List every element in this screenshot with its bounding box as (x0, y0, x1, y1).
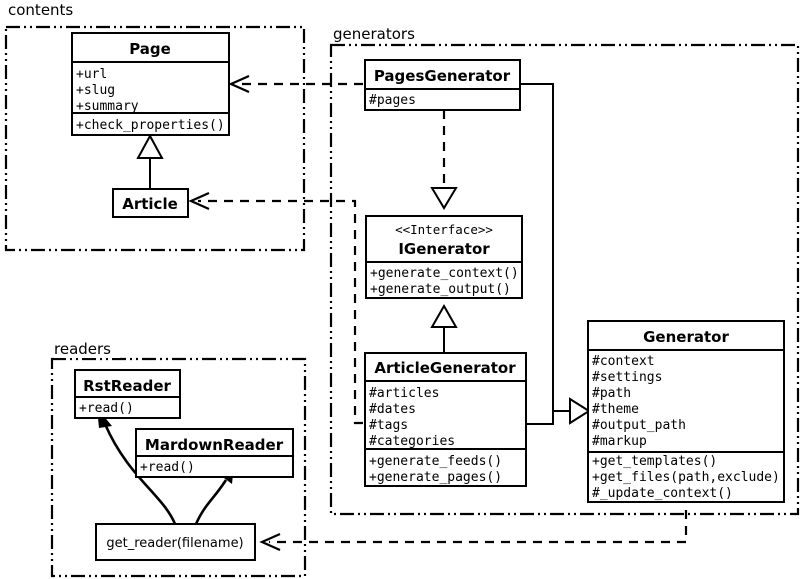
class-box-generator[interactable]: Generator #context #settings #path #them… (587, 320, 785, 503)
class-generator-frame (587, 320, 785, 503)
class-generator-method: +get_files(path,exclude) (592, 470, 780, 485)
class-page-attribute: +summary (76, 99, 139, 114)
function-box-get-reader[interactable]: get_reader(filename) (95, 523, 256, 561)
package-label-contents-backdrop (8, 0, 80, 20)
class-igenerator-stereotype: <<Interface>> (395, 222, 493, 237)
class-generator-attribute: #path (592, 386, 631, 401)
class-articlegenerator-attribute: #tags (369, 418, 408, 433)
package-border-generators (329, 43, 800, 516)
class-generator-attribute: #markup (592, 434, 647, 449)
package-label-generators: generators (333, 25, 415, 43)
class-mardownreader-frame (135, 428, 294, 478)
class-rstreader-method: +read() (79, 401, 134, 416)
class-pagesgenerator-title: PagesGenerator (374, 67, 511, 85)
class-pagesgenerator-frame (364, 59, 521, 111)
dependency-line-articlegen-article (198, 199, 363, 425)
dependency-line-generator-getreader (269, 510, 688, 544)
class-box-mardown-reader[interactable]: MardownReader +read() (135, 428, 294, 478)
class-igenerator-method: +generate_output() (370, 282, 511, 297)
dependency-arrowhead-getreader (259, 532, 281, 552)
class-page-attribute: +slug (76, 83, 115, 98)
package-label-readers: readers (54, 340, 111, 358)
function-getreader-label: get_reader(filename) (106, 536, 243, 551)
class-box-page[interactable]: Page +url +slug +summary +check_properti… (71, 32, 230, 136)
class-box-pages-generator[interactable]: PagesGenerator #pages (364, 59, 521, 111)
realization-arrowhead-igenerator-top (430, 187, 458, 210)
generalization-arrowhead-generator (569, 397, 591, 425)
class-generator-title: Generator (643, 328, 729, 346)
class-generator-attribute: #theme (592, 402, 639, 417)
package-border-readers (50, 357, 307, 578)
class-box-igenerator[interactable]: <<Interface>> IGenerator +generate_conte… (365, 215, 523, 299)
return-curve-rstreader (103, 423, 177, 525)
package-label-contents: contents (8, 1, 73, 19)
class-generator-method: #_update_context() (592, 486, 733, 501)
package-label-readers-group: readers (54, 338, 120, 358)
class-page-frame (71, 32, 230, 136)
generalization-arrowhead-page (136, 133, 164, 159)
class-articlegenerator-attribute: #dates (369, 402, 416, 417)
class-page-title: Page (129, 40, 171, 58)
class-generator-method: +get_templates() (592, 454, 717, 469)
class-articlegenerator-title: ArticleGenerator (374, 359, 516, 377)
generalization-line-pagesgen-generator (520, 83, 570, 412)
package-label-readers-backdrop (54, 338, 120, 358)
class-articlegenerator-attribute: #categories (369, 434, 455, 449)
class-page-attribute: +url (76, 67, 107, 82)
class-articlegenerator-attribute: #articles (369, 386, 439, 401)
generalization-line-articlegen-generator (526, 411, 554, 425)
class-igenerator-method: +generate_context() (370, 266, 519, 281)
class-pagesgenerator-attribute: #pages (369, 93, 416, 108)
class-article-frame (112, 188, 189, 218)
class-igenerator-frame (365, 215, 523, 299)
package-label-generators-group: generators (333, 22, 423, 43)
package-label-generators-backdrop (333, 22, 423, 42)
class-box-rst-reader[interactable]: RstReader +read() (74, 369, 181, 419)
realization-arrowhead-igenerator-bottom (430, 303, 458, 328)
class-generator-attribute: #context (592, 354, 655, 369)
class-articlegenerator-method: +generate_feeds() (369, 454, 502, 469)
return-curve-mardownreader (194, 479, 228, 525)
class-box-article-generator[interactable]: ArticleGenerator #articles #dates #tags … (364, 352, 527, 487)
package-label-contents-group: contents (8, 0, 80, 20)
class-article-title: Article (122, 195, 178, 213)
class-articlegenerator-method: +generate_pages() (369, 470, 502, 485)
function-getreader-frame (95, 523, 256, 561)
class-generator-attribute: #settings (592, 370, 662, 385)
class-mardownreader-title: MardownReader (145, 436, 284, 454)
class-box-article[interactable]: Article (112, 188, 189, 218)
dependency-arrowhead-page (228, 74, 250, 94)
dependency-arrowhead-article (188, 191, 210, 211)
class-rstreader-frame (74, 369, 181, 419)
class-generator-attribute: #output_path (592, 418, 686, 433)
package-border-contents (4, 25, 306, 252)
class-page-method: +check_properties() (76, 118, 225, 133)
class-articlegenerator-frame (364, 352, 527, 487)
class-rstreader-title: RstReader (83, 377, 171, 395)
class-igenerator-title: IGenerator (398, 240, 490, 258)
class-mardownreader-method: +read() (140, 460, 195, 475)
